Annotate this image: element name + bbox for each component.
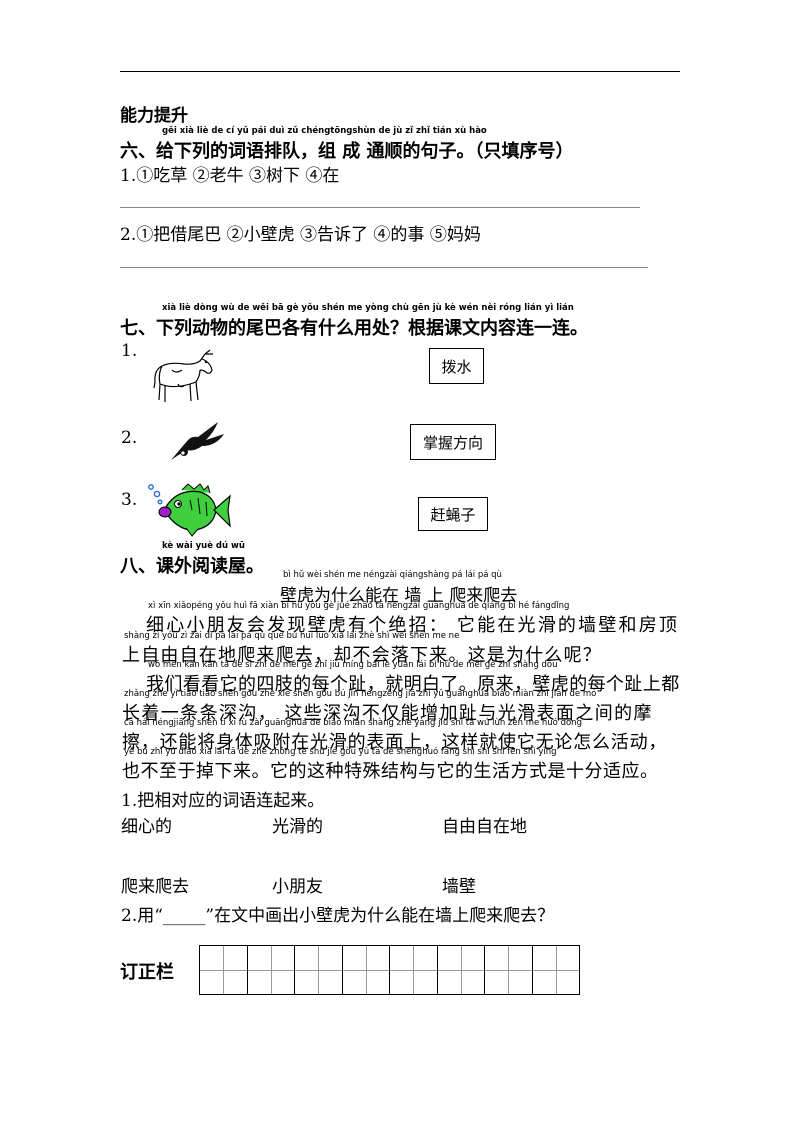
q7-title: 七、下列动物的尾巴各有什么用处？根据课文内容连一连。 — [120, 318, 588, 339]
story-line: 细心小朋友会发现壁虎有个绝招： 它能在光滑的墙壁和房顶 — [146, 615, 680, 636]
fish-icon — [146, 480, 232, 538]
correction-label: 订正栏 — [120, 962, 174, 983]
q6-item-2: 2.①把借尾巴 ②小壁虎 ③告诉了 ④的事 ⑤妈妈 — [120, 225, 481, 245]
story-line: 我们看看它的四肢的每个趾，就明白了。原来，壁虎的每个趾上都 — [146, 674, 680, 695]
story-line-pinyin: xì xīn xiǎopéng yǒu huì fā xiàn bì hǔ yǒ… — [148, 601, 570, 611]
match-word-top-3[interactable]: 自由自在地 — [442, 817, 527, 837]
q8-sub-question-1: 1.把相对应的词语连起来。 — [121, 791, 325, 811]
story-line: 擦，还能将身体吸附在光滑的表面上，这样就使它无论怎么活动， — [122, 732, 668, 753]
match-word-bottom-3[interactable]: 墙壁 — [442, 877, 476, 897]
story-title-pinyin: bì hǔ wèi shén me néngzài qiángshàng pá … — [283, 570, 502, 580]
cow-icon — [150, 340, 220, 410]
match-word-bottom-2[interactable]: 小朋友 — [272, 877, 323, 897]
top-rule — [120, 71, 680, 72]
q8-pinyin: kè wài yuè dú wū — [162, 541, 245, 551]
q6-item-1: 1.①吃草 ②老牛 ③树下 ④在 — [120, 166, 340, 186]
story-line-pinyin: shàng zì yóu zì zài dì pá lái pá qù què … — [124, 631, 460, 641]
grid-cell[interactable] — [390, 946, 438, 994]
story-line: 长着一条条深沟， 这些深沟不仅能增加趾与光滑表面之间的摩 — [122, 703, 653, 724]
story-title: 壁虎为什么能在 墙 上 爬来爬去 — [280, 586, 518, 606]
grid-cell[interactable] — [200, 946, 248, 994]
q6-title: 六、给下列的词语排队，组 成 通顺的句子。（只填序号） — [120, 141, 574, 162]
option-box-3[interactable]: 赶蝇子 — [418, 497, 488, 531]
q6-answer-line-2[interactable] — [120, 267, 648, 268]
grid-cell[interactable] — [247, 946, 295, 994]
section-title: 能力提升 — [120, 106, 188, 126]
option-box-1[interactable]: 拨水 — [429, 348, 484, 384]
match-word-bottom-1[interactable]: 爬来爬去 — [121, 877, 189, 897]
match-word-top-1[interactable]: 细心的 — [121, 817, 172, 837]
story-line-pinyin: zhǎng zhe yì tiáo tiáo shēn gōu zhè xiē … — [124, 689, 597, 699]
q7-pinyin: xià liè dòng wù de wěi bā gè yǒu shén me… — [162, 303, 574, 313]
story-line-pinyin: yě bú zhì yú diào xià lái tā de zhè zhǒn… — [124, 747, 557, 757]
swallow-icon — [168, 418, 226, 462]
story-line-pinyin: cā hái néngjiāng shēn tǐ xī fù zài guāng… — [124, 718, 582, 728]
story-line: 上自由自在地爬来爬去，却不会落下来。这是为什么呢？ — [122, 645, 602, 666]
match-word-top-2[interactable]: 光滑的 — [272, 817, 323, 837]
story-line-pinyin: wǒ men kàn kàn tā de sì zhī de měi gè zh… — [148, 660, 558, 670]
q8-title: 八、课外阅读屋。 — [120, 556, 264, 577]
q7-label-1: 1. — [121, 341, 138, 361]
grid-cell[interactable] — [485, 946, 533, 994]
grid-cell[interactable] — [437, 946, 485, 994]
story-line: 也不至于掉下来。它的这种特殊结构与它的生活方式是十分适应。 — [122, 761, 659, 782]
grid-cell[interactable] — [295, 946, 343, 994]
q8-sub-question-2: 2.用“_____”在文中画出小壁虎为什么能在墙上爬来爬去？ — [121, 906, 555, 926]
q7-label-2: 2. — [121, 428, 138, 448]
q6-answer-line-1[interactable] — [120, 207, 640, 208]
q7-label-3: 3. — [121, 490, 138, 510]
grid-cell[interactable] — [342, 946, 390, 994]
q6-pinyin: gěi xià liè de cí yǔ pái duì zǔ chéngtōn… — [162, 126, 487, 136]
correction-grid[interactable] — [199, 945, 580, 995]
grid-cell[interactable] — [532, 946, 580, 994]
option-box-2[interactable]: 掌握方向 — [410, 424, 496, 460]
